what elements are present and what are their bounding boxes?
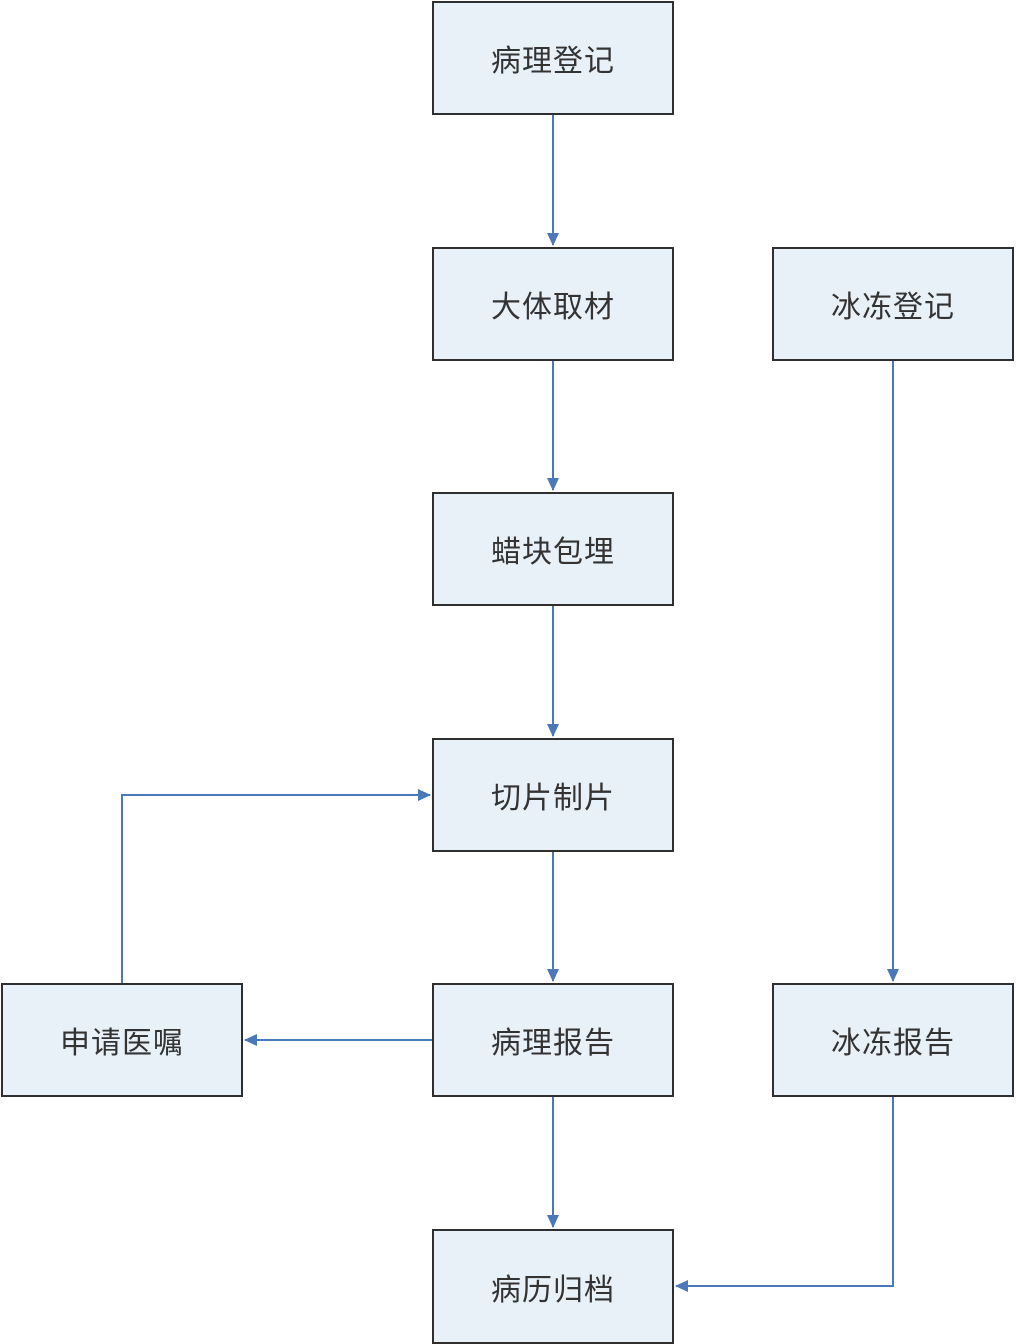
node-pathology-report: 病理报告 (432, 983, 674, 1097)
node-frozen-registration: 冰冻登记 (772, 247, 1014, 361)
node-archive: 病历归档 (432, 1229, 674, 1344)
node-label: 冰冻登记 (831, 290, 955, 325)
node-pathology-registration: 病理登记 (432, 1, 674, 115)
node-label: 病理登记 (491, 44, 615, 79)
node-label: 蜡块包埋 (491, 535, 615, 570)
arrow-order-to-sectioning (121, 789, 431, 983)
arrow-frozen-report-to-archive (675, 1097, 894, 1292)
node-label: 病理报告 (491, 1026, 615, 1061)
node-label: 冰冻报告 (831, 1026, 955, 1061)
node-frozen-report: 冰冻报告 (772, 983, 1014, 1097)
node-label: 大体取材 (491, 290, 615, 325)
node-apply-order: 申请医嘱 (1, 983, 243, 1097)
node-gross-sampling: 大体取材 (432, 247, 674, 361)
node-label: 申请医嘱 (60, 1026, 184, 1061)
node-label: 病历归档 (491, 1272, 615, 1308)
node-label: 切片制片 (491, 781, 615, 816)
node-wax-embedding: 蜡块包埋 (432, 492, 674, 606)
node-sectioning: 切片制片 (432, 738, 674, 852)
